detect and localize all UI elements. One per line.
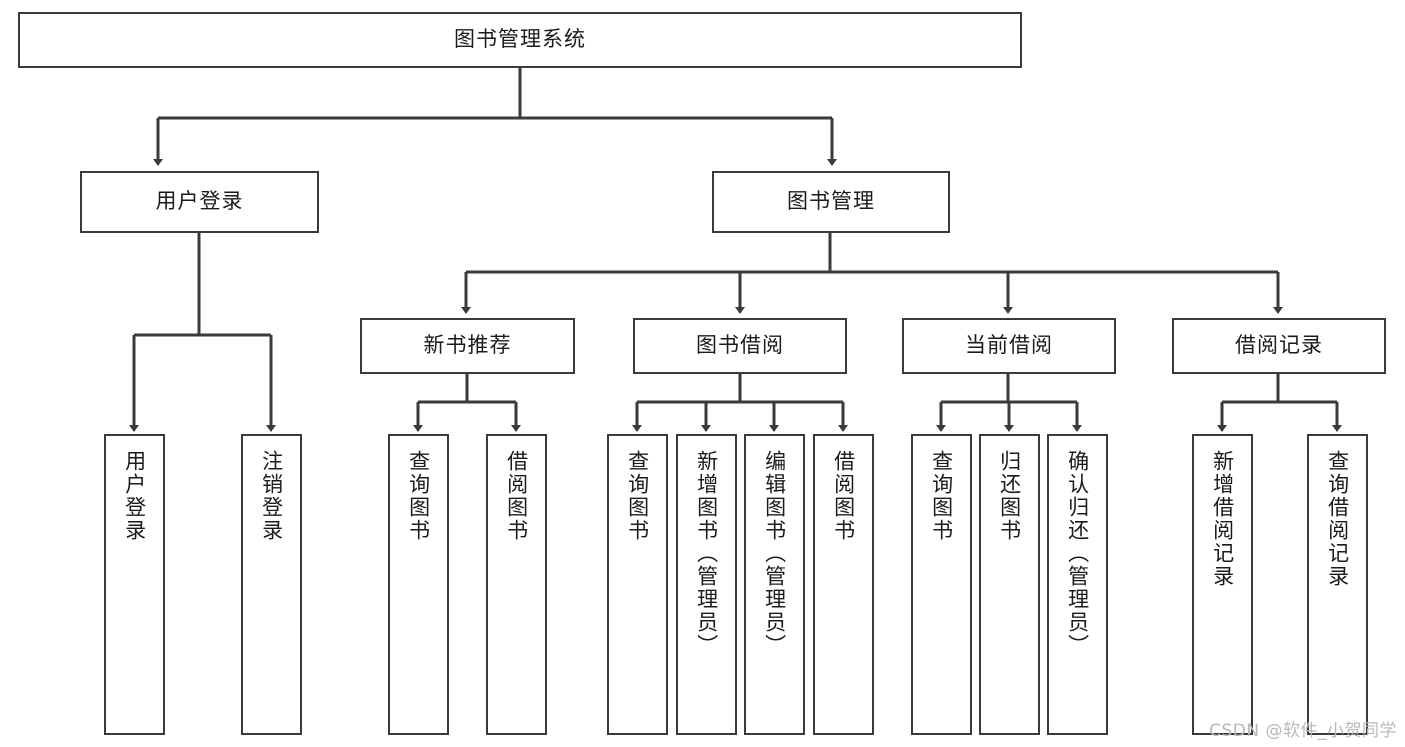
node-leaf-query-record-label: 查询借阅记录 [1325,450,1350,588]
node-borrow-record-label: 借阅记录 [1235,333,1323,358]
node-leaf-query-book-2-label: 查询图书 [625,450,650,542]
node-leaf-user-logout[interactable]: 注销登录 [241,434,302,735]
node-book-manage[interactable]: 图书管理 [712,171,950,233]
node-root[interactable]: 图书管理系统 [18,12,1022,68]
node-leaf-user-logout-label: 注销登录 [259,450,284,542]
node-leaf-return-book-label: 归还图书 [997,450,1022,542]
node-current-borrow-label: 当前借阅 [965,333,1053,358]
node-root-label: 图书管理系统 [454,27,586,52]
node-leaf-add-record-label: 新增借阅记录 [1210,450,1235,588]
node-book-borrow-label: 图书借阅 [696,333,784,358]
node-book-borrow[interactable]: 图书借阅 [633,318,847,374]
node-leaf-return-book[interactable]: 归还图书 [979,434,1040,735]
node-leaf-edit-book[interactable]: 编辑图书（管理员） [744,434,805,735]
node-leaf-query-book-2[interactable]: 查询图书 [607,434,668,735]
node-leaf-query-record[interactable]: 查询借阅记录 [1307,434,1368,735]
node-leaf-borrow-book-2[interactable]: 借阅图书 [813,434,874,735]
watermark-text: CSDN @软件_小贺同学 [1209,721,1397,741]
node-leaf-borrow-book-2-label: 借阅图书 [831,450,856,542]
node-new-book-recommend-label: 新书推荐 [423,333,512,358]
node-leaf-user-login[interactable]: 用户登录 [104,434,165,735]
node-leaf-borrow-book-1-label: 借阅图书 [504,450,529,542]
node-leaf-add-book-label: 新增图书（管理员） [694,450,719,657]
node-current-borrow[interactable]: 当前借阅 [902,318,1116,374]
node-leaf-add-record[interactable]: 新增借阅记录 [1192,434,1253,735]
node-user-login[interactable]: 用户登录 [80,171,319,233]
node-leaf-query-book-1-label: 查询图书 [406,450,431,542]
node-leaf-query-book-3-label: 查询图书 [929,450,954,542]
node-leaf-edit-book-label: 编辑图书（管理员） [762,450,787,657]
node-new-book-recommend[interactable]: 新书推荐 [360,318,575,374]
node-borrow-record[interactable]: 借阅记录 [1172,318,1386,374]
node-leaf-confirm-return-label: 确认归还（管理员） [1065,450,1090,657]
node-leaf-add-book[interactable]: 新增图书（管理员） [676,434,737,735]
node-leaf-borrow-book-1[interactable]: 借阅图书 [486,434,547,735]
node-leaf-confirm-return[interactable]: 确认归还（管理员） [1047,434,1108,735]
node-book-manage-label: 图书管理 [787,189,875,214]
node-leaf-query-book-3[interactable]: 查询图书 [911,434,972,735]
node-leaf-user-login-label: 用户登录 [122,450,147,542]
node-leaf-query-book-1[interactable]: 查询图书 [388,434,449,735]
node-user-login-label: 用户登录 [155,189,244,214]
